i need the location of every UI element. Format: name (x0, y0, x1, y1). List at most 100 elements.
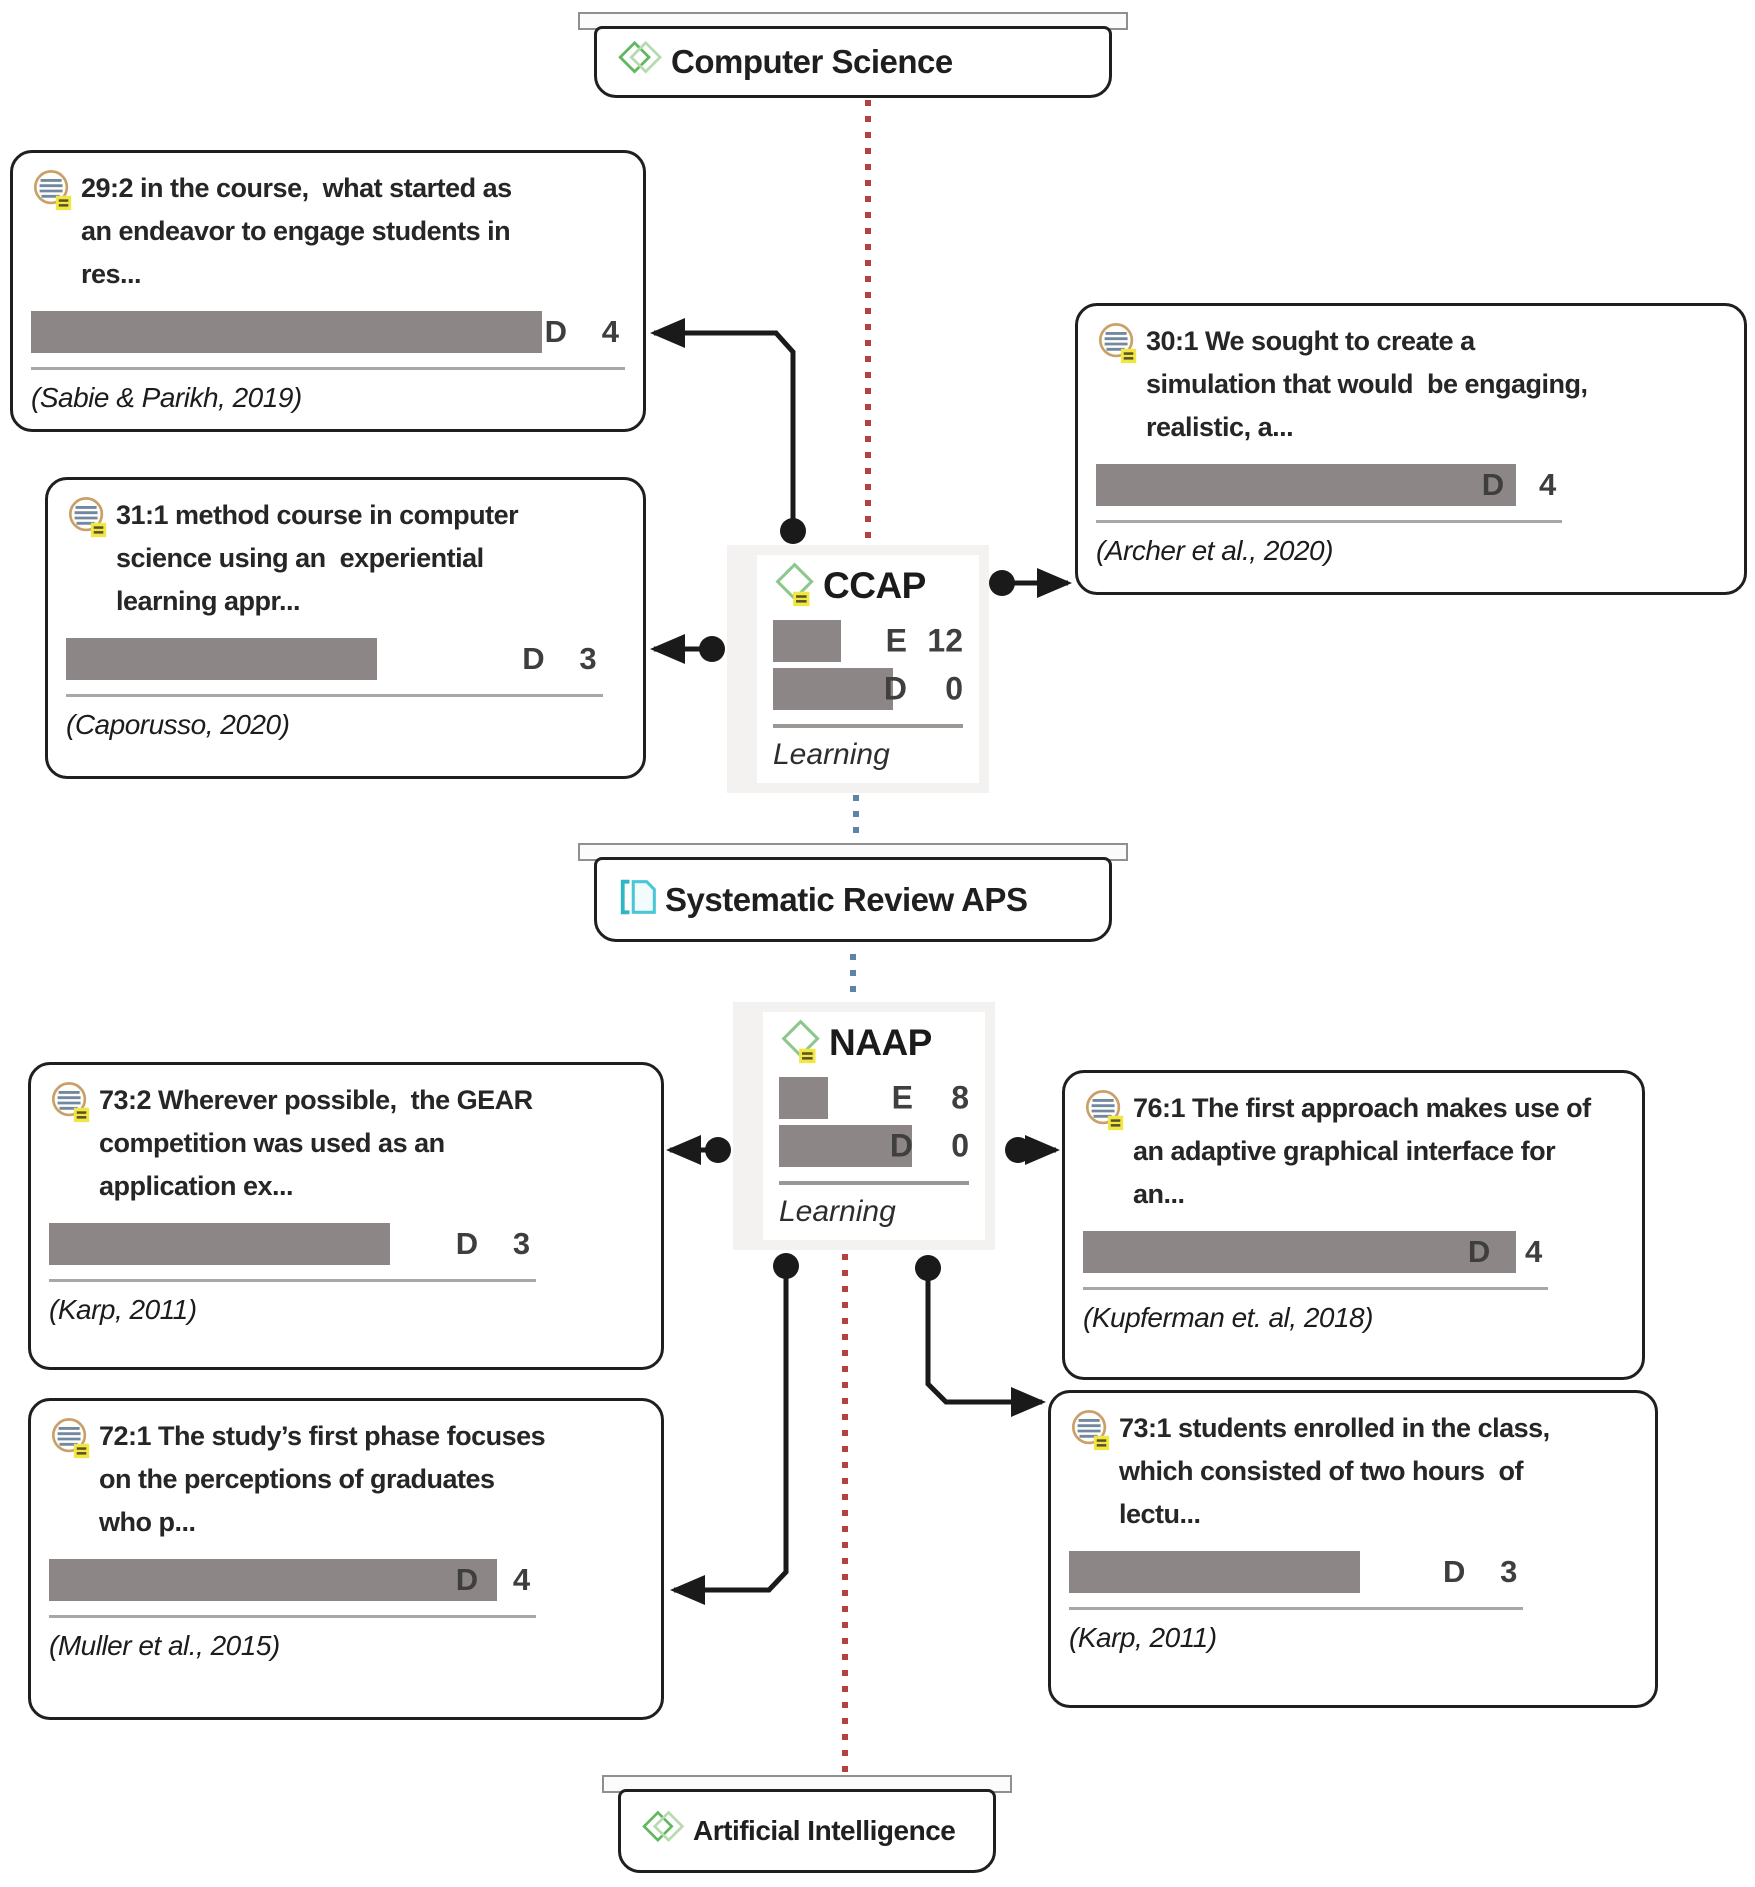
group-label: Artificial Intelligence (693, 1815, 956, 1846)
separator (49, 1278, 537, 1282)
citation: (Kupferman et. al, 2018) (1083, 1301, 1373, 1333)
code-group-node-computer-science[interactable]: Computer Science (578, 12, 1128, 98)
quotation-icon (1083, 1089, 1127, 1138)
separator (1069, 1606, 1524, 1610)
density-bar-row: D 4 (31, 310, 625, 353)
quotation-node-76-1[interactable]: 76:1 The first approach makes use of an … (1062, 1070, 1645, 1380)
quotation-icon (49, 1081, 93, 1130)
quotation-icon (1096, 322, 1140, 371)
quotation-node-31-1[interactable]: 31:1 method course in computer science u… (45, 477, 646, 779)
group-label: Systematic Review APS (665, 880, 1028, 918)
density-bar-row: D 3 (49, 1222, 536, 1265)
citation: (Karp, 2011) (1069, 1621, 1217, 1653)
density-bar (1069, 1550, 1360, 1593)
code-name: NAAP (829, 1022, 932, 1063)
density-label: D (455, 1561, 479, 1597)
citation: (Karp, 2011) (49, 1293, 197, 1325)
quotation-text: 31:1 method course in computer science u… (116, 500, 519, 617)
density-label: D (1467, 1233, 1491, 1269)
density-bar-row: D 0 (773, 668, 963, 710)
citation: (Muller et al., 2015) (49, 1629, 280, 1661)
density-label: D (522, 640, 545, 676)
quotation-node-73-2[interactable]: 73:2 Wherever possible, the GEAR competi… (28, 1062, 664, 1370)
document-group-node-systematic-review-aps[interactable]: Systematic Review APS (578, 843, 1128, 942)
density-label: D (1443, 1553, 1466, 1589)
density-value: 3 (1500, 1553, 1518, 1589)
bar-value: 0 (945, 670, 963, 707)
quotation-node-30-1[interactable]: 30:1 We sought to create a simulation th… (1075, 303, 1747, 595)
code-name: CCAP (823, 565, 926, 606)
quotation-icon (31, 169, 75, 218)
density-bar (1096, 463, 1516, 506)
separator (1083, 1286, 1549, 1290)
bar-label: D (883, 670, 907, 707)
density-bar-row: D 0 (779, 1125, 969, 1167)
density-bar (31, 310, 542, 353)
citation: (Archer et al., 2020) (1096, 534, 1333, 566)
quotation-text: 29:2 in the course, what started as an e… (81, 173, 512, 290)
density-bar-row: D 3 (66, 637, 603, 680)
quotation-text: 73:2 Wherever possible, the GEAR competi… (99, 1085, 533, 1202)
code-category: Learning (773, 738, 890, 771)
separator (49, 1614, 537, 1618)
density-bar (66, 637, 378, 680)
separator (773, 724, 963, 728)
groundedness-bar-row: E 8 (779, 1077, 969, 1119)
quotation-icon (49, 1417, 93, 1466)
code-node-naap[interactable]: NAAP E 8 D 0 Learning (733, 1002, 995, 1250)
density-label: D (544, 313, 567, 349)
density-bar-row: D 4 (1083, 1230, 1548, 1273)
edge-ccap-quote-29-2[interactable] (649, 318, 806, 544)
groundedness-bar (779, 1077, 829, 1119)
density-label: D (455, 1225, 479, 1261)
density-value: 3 (512, 1225, 531, 1261)
citation: (Sabie & Parikh, 2019) (31, 381, 302, 413)
edge-ccap-quote-30-1[interactable] (989, 568, 1073, 598)
density-bar-row: D 3 (1069, 1550, 1523, 1593)
separator (779, 1181, 969, 1185)
quotation-node-29-2[interactable]: 29:2 in the course, what started as an e… (10, 150, 646, 432)
density-bar (1083, 1230, 1516, 1273)
edge-ccap-quote-31-1[interactable] (649, 634, 725, 664)
code-group-icon (617, 39, 667, 86)
edge-naap-quote-73-1[interactable] (915, 1255, 1047, 1417)
density-value: 4 (512, 1561, 531, 1597)
bar-value: 0 (951, 1127, 969, 1164)
separator (1096, 519, 1563, 523)
groundedness-bar-row: E 12 (773, 620, 963, 662)
quotation-text: 76:1 The first approach makes use of an … (1133, 1093, 1591, 1210)
edge-naap-quote-76-1[interactable] (1005, 1135, 1061, 1165)
bar-value: 8 (951, 1079, 969, 1116)
bar-value: 12 (927, 622, 963, 659)
quotation-text: 73:1 students enrolled in the class, whi… (1119, 1413, 1550, 1530)
density-bar-row: D 4 (49, 1558, 536, 1601)
group-label: Computer Science (671, 43, 953, 80)
density-value: 3 (579, 640, 597, 676)
quotation-text: 30:1 We sought to create a simulation th… (1146, 326, 1588, 443)
citation: (Caporusso, 2020) (66, 708, 290, 740)
density-bar (49, 1222, 390, 1265)
density-bar (773, 668, 893, 710)
bar-label: D (889, 1127, 913, 1164)
edge-naap-quote-72-1[interactable] (669, 1253, 799, 1605)
edge-naap-quote-73-2[interactable] (665, 1135, 731, 1165)
separator (31, 366, 625, 370)
document-group-icon (617, 875, 661, 924)
density-bar-row: D 4 (1096, 463, 1562, 506)
quotation-text: 72:1 The study’s first phase focuses on … (99, 1421, 546, 1538)
density-value: 4 (1538, 466, 1557, 502)
separator (66, 693, 603, 697)
quotation-icon (66, 496, 110, 545)
density-value: 4 (1525, 1233, 1543, 1269)
code-group-node-artificial-intelligence[interactable]: Artificial Intelligence (602, 1775, 1012, 1873)
code-category: Learning (779, 1195, 896, 1228)
code-icon (773, 561, 821, 614)
density-bar (49, 1558, 498, 1601)
quotation-node-72-1[interactable]: 72:1 The study’s first phase focuses on … (28, 1398, 664, 1720)
quotation-icon (1069, 1409, 1113, 1458)
code-node-ccap[interactable]: CCAP E 12 D 0 Learning (727, 545, 989, 793)
quotation-node-73-1[interactable]: 73:1 students enrolled in the class, whi… (1048, 1390, 1658, 1708)
code-group-icon (641, 1809, 689, 1854)
density-value: 4 (601, 313, 619, 349)
